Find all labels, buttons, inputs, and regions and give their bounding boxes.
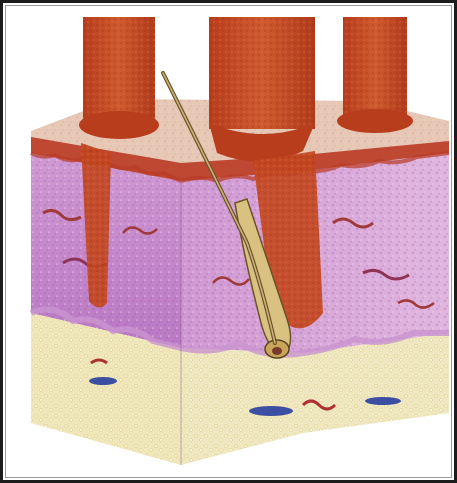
- skin-diagram: [3, 3, 454, 480]
- blood-vessel-blue: [249, 406, 293, 416]
- blood-vessel-blue: [89, 377, 117, 385]
- blood-vessel-blue: [365, 397, 401, 405]
